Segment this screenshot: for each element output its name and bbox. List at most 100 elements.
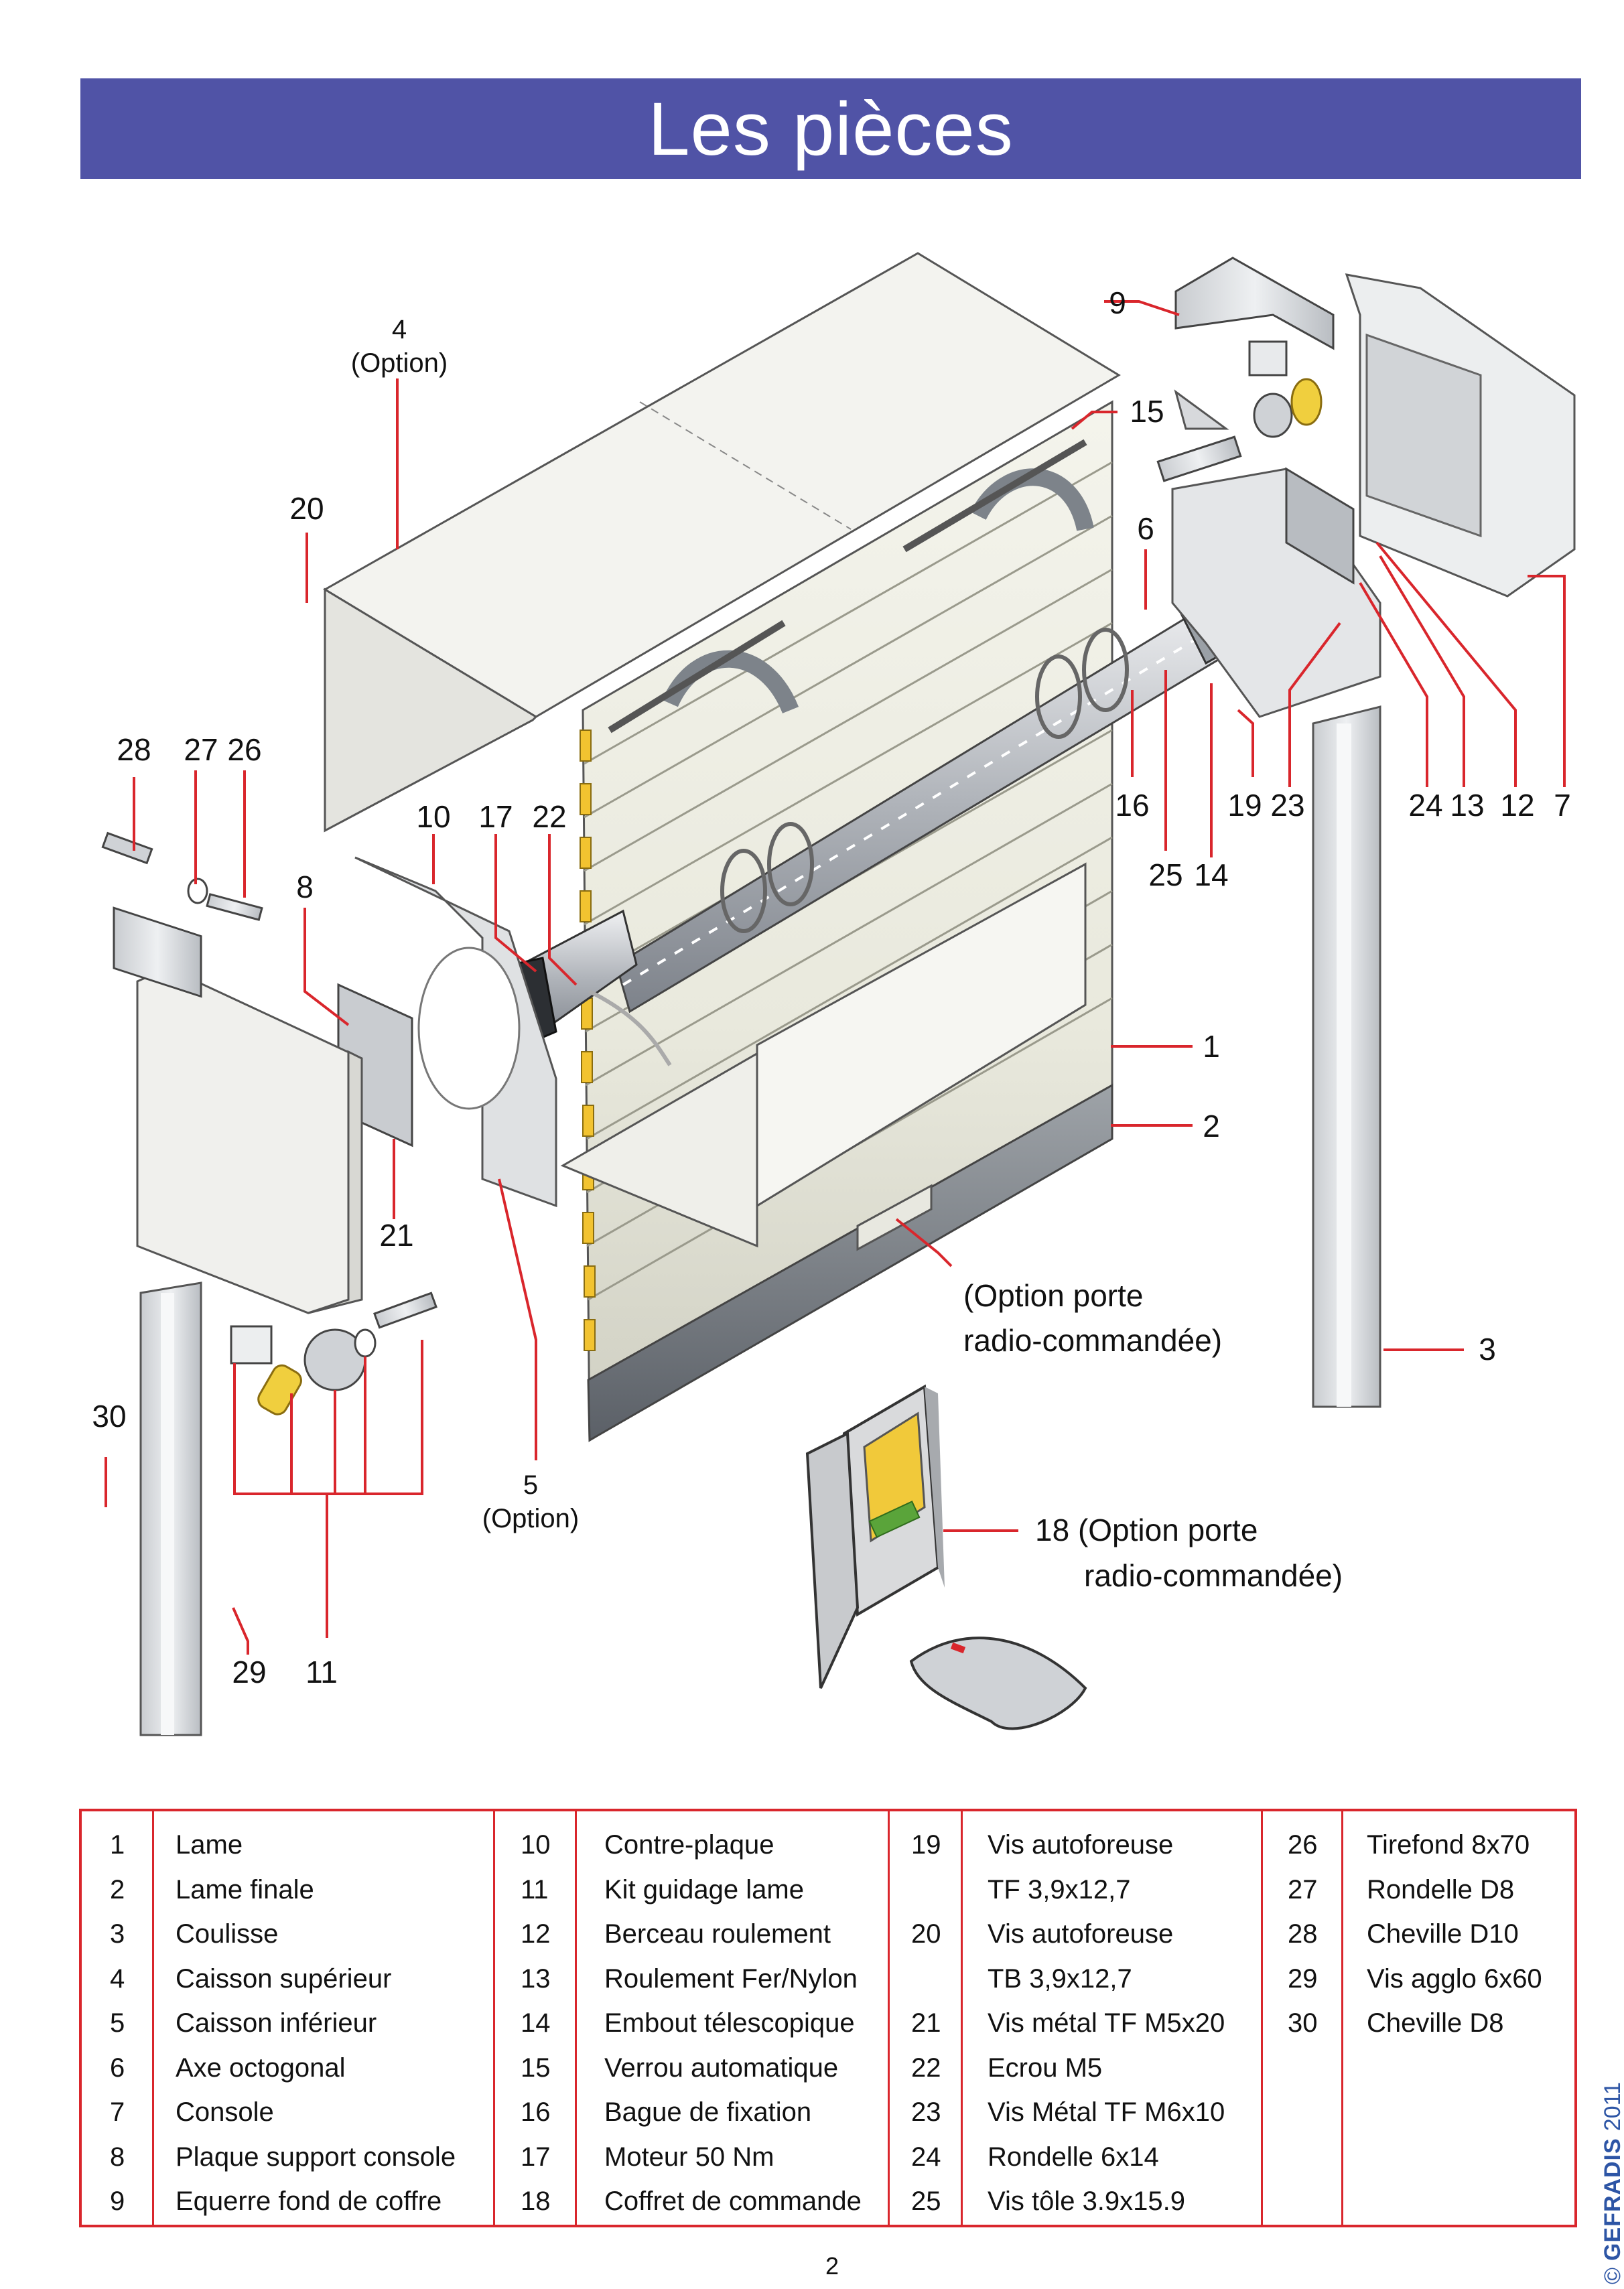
part-name: Vis agglo 6x60 [1367, 1963, 1542, 1994]
part-name: Vis Métal TF M6x10 [988, 2097, 1225, 2127]
right-support-plate [1156, 340, 1381, 718]
wall-fixings-top [101, 831, 263, 998]
part-name: Coffret de commande [604, 2187, 862, 2216]
callout-13: 13 [1450, 788, 1484, 823]
part-name: Bague de fixation [604, 2097, 812, 2127]
part-number: 12 [521, 1919, 551, 1949]
slat-guide-kit [230, 1292, 437, 1415]
callout-5-option: (Option) [482, 1504, 580, 1533]
part-name: Vis autoforeuse [988, 1919, 1174, 1949]
part-name-continued: TB 3,9x12,7 [988, 1963, 1132, 1994]
part-name: Kit guidage lame [604, 1874, 804, 1904]
part-number: 16 [521, 2097, 551, 2127]
leader-lines [105, 300, 1566, 1655]
part-number: 11 [521, 1874, 549, 1904]
exploded-parts-diagram: 4 (Option) 20 9 15 6 28 27 26 10 17 22 8… [92, 252, 1576, 1736]
callout-labels: 4 (Option) 20 9 15 6 28 27 26 10 17 22 8… [92, 285, 1570, 1689]
control-box [805, 1384, 945, 1689]
part-number: 20 [911, 1919, 941, 1949]
part-name: Lame finale [176, 1874, 314, 1904]
part-number: 17 [521, 2142, 551, 2172]
part-name: Verrou automatique [604, 2053, 839, 2083]
callout-29: 29 [232, 1655, 266, 1689]
part-number: 5 [110, 2008, 125, 2038]
part-name: Berceau roulement [604, 1919, 831, 1949]
callout-20: 20 [289, 491, 324, 526]
part-number: 8 [110, 2142, 125, 2172]
callout-18: 18 (Option porte [1035, 1513, 1258, 1547]
part-number: 23 [911, 2097, 941, 2127]
upper-casing [323, 252, 1121, 833]
part-name-continued: TF 3,9x12,7 [988, 1874, 1131, 1904]
part-name: Equerre fond de coffre [176, 2187, 442, 2216]
lower-casing [560, 862, 1087, 1248]
bracket-fond-coffre [1174, 257, 1335, 350]
callout-24: 24 [1408, 788, 1442, 823]
callout-21: 21 [379, 1218, 413, 1253]
part-number: 30 [1288, 2008, 1318, 2038]
part-name: Axe octogonal [176, 2053, 346, 2083]
part-number: 18 [521, 2187, 551, 2216]
callout-5: 5 [523, 1470, 538, 1500]
left-slide-rail [139, 1281, 202, 1736]
right-slide-rail [1312, 705, 1381, 1408]
callout-19: 19 [1227, 788, 1262, 823]
callout-10: 10 [416, 799, 450, 834]
callout-7: 7 [1554, 788, 1571, 823]
callout-1: 1 [1203, 1029, 1220, 1064]
part-name: Console [176, 2097, 274, 2127]
callout-4: 4 [392, 315, 407, 344]
part-number: 26 [1288, 1830, 1318, 1860]
right-console [1345, 273, 1576, 598]
part-name: Caisson supérieur [176, 1963, 392, 1994]
part-number: 9 [110, 2187, 125, 2216]
callout-14: 14 [1194, 857, 1228, 892]
part-name: Cheville D8 [1367, 2008, 1504, 2038]
callout-23: 23 [1270, 788, 1304, 823]
part-number: 22 [911, 2053, 941, 2083]
callout-4-option: (Option) [351, 348, 448, 378]
callout-9: 9 [1109, 285, 1126, 320]
remote-control [909, 1637, 1087, 1730]
callout-26: 26 [227, 732, 261, 767]
part-number: 4 [110, 1963, 125, 1994]
callout-3: 3 [1479, 1332, 1496, 1367]
part-name: Vis tôle 3.9x15.9 [988, 2187, 1186, 2216]
callout-6: 6 [1137, 511, 1154, 546]
callout-option-radio-2: radio-commandée) [963, 1323, 1222, 1358]
callout-25: 25 [1148, 857, 1182, 892]
part-number: 29 [1288, 1963, 1318, 1994]
callout-22: 22 [532, 799, 566, 834]
part-name: Rondelle 6x14 [988, 2142, 1159, 2172]
copyright-year: 2011 [1600, 2082, 1624, 2132]
page-title: Les pièces [80, 78, 1581, 179]
callout-30: 30 [92, 1399, 126, 1434]
callout-27: 27 [184, 732, 218, 767]
part-name: Coulisse [176, 1919, 279, 1949]
page-number: 2 [825, 2252, 839, 2280]
part-number: 15 [521, 2053, 551, 2083]
callout-12: 12 [1500, 788, 1534, 823]
part-name: Moteur 50 Nm [604, 2142, 774, 2172]
copyright-notice: © GEFRADIS 2011 [1600, 2082, 1624, 2284]
copyright-icon: © [1600, 2267, 1624, 2284]
part-name: Cheville D10 [1367, 1919, 1519, 1949]
part-number: 13 [521, 1963, 551, 1994]
part-number: 19 [911, 1830, 941, 1860]
callout-option-radio-1: (Option porte [963, 1278, 1143, 1313]
callout-17: 17 [478, 799, 513, 834]
part-number: 14 [521, 2008, 551, 2038]
part-name: Caisson inférieur [176, 2008, 377, 2038]
part-number: 28 [1288, 1919, 1318, 1949]
callout-28: 28 [117, 732, 151, 767]
part-number: 25 [911, 2187, 941, 2216]
part-name: Vis métal TF M5x20 [988, 2008, 1225, 2038]
part-name: Embout télescopique [604, 2008, 855, 2038]
part-number: 7 [110, 2097, 125, 2127]
part-name: Rondelle D8 [1367, 1874, 1515, 1904]
part-number: 10 [521, 1830, 551, 1860]
part-number: 3 [110, 1919, 125, 1949]
part-number: 27 [1288, 1874, 1318, 1904]
automatic-locks [608, 439, 1094, 734]
